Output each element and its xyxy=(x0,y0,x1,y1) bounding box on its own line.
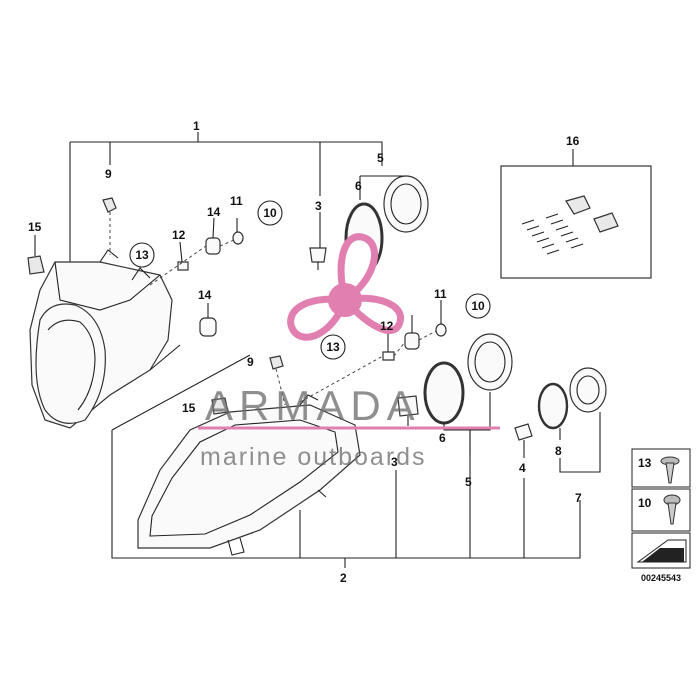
upper-lens-inner xyxy=(47,319,96,411)
fastener-legend: 00245543 13 10 xyxy=(631,448,691,583)
kit-connector-b xyxy=(593,212,619,233)
doc-number: 00245543 xyxy=(641,573,681,583)
bulb-3-upper xyxy=(309,247,327,263)
upper-housing-rim xyxy=(54,261,161,311)
lower-headlight-housing xyxy=(137,404,361,549)
callout-2-bracket xyxy=(111,354,581,568)
callout-8: 8 xyxy=(555,444,562,458)
callout-9-upper: 9 xyxy=(105,167,112,181)
svg-text:10: 10 xyxy=(263,206,277,220)
clip-15-lower xyxy=(211,397,229,415)
seal-ring-8 xyxy=(537,382,569,430)
upper-housing-tabs xyxy=(99,249,181,371)
propeller-logo-icon xyxy=(287,233,404,341)
screw-12-upper xyxy=(177,261,189,271)
callout-10-upper: 10 xyxy=(257,200,283,226)
callout-5-lower: 5 xyxy=(465,475,472,489)
lower-headlight-lens xyxy=(149,419,339,537)
callout-1-bracket xyxy=(69,132,383,280)
callout-9-lower: 9 xyxy=(247,355,254,369)
bulb-4 xyxy=(514,423,533,441)
svg-text:13: 13 xyxy=(135,248,149,262)
clip-9-upper xyxy=(102,197,117,213)
kit-terminals xyxy=(521,213,584,255)
watermark-tagline: marine outboards xyxy=(200,443,427,471)
grommet-14-upper xyxy=(205,237,221,255)
repair-kit-16 xyxy=(500,149,652,279)
legend-label-13: 13 xyxy=(638,456,652,470)
callout-6-lower: 6 xyxy=(439,431,446,445)
watermark-brand: ARMADA xyxy=(205,382,421,429)
callout-12-upper: 12 xyxy=(172,228,186,242)
callout-5-upper: 5 xyxy=(377,151,384,165)
callout-14-side: 14 xyxy=(198,288,212,302)
callout-3-upper: 3 xyxy=(315,199,322,213)
clip-15-upper xyxy=(27,255,45,275)
callout-16: 16 xyxy=(566,134,580,148)
kit-box xyxy=(500,165,652,279)
armada-watermark: ARMADA marine outboards xyxy=(198,233,500,471)
callout-labels: 1 2 3 3 4 5 5 6 6 7 8 9 9 11 11 12 12 14… xyxy=(28,119,582,585)
callout-4: 4 xyxy=(519,461,526,475)
callout-10-lower: 10 xyxy=(465,293,491,319)
callout-1: 1 xyxy=(193,119,200,133)
callout-2: 2 xyxy=(340,571,347,585)
svg-text:13: 13 xyxy=(326,340,340,354)
legend-label-10: 10 xyxy=(638,496,652,510)
seal-ring-6-lower xyxy=(423,361,465,425)
screw-10-icon xyxy=(663,494,681,525)
grommet-14-side xyxy=(199,317,217,337)
callout-15-lower: 15 xyxy=(182,401,196,415)
lower-headlight-assembly xyxy=(111,300,607,568)
legend-box-13 xyxy=(631,448,691,488)
screw-12-lower xyxy=(382,351,395,361)
washer-11-upper xyxy=(232,231,244,245)
grommet-14-lower xyxy=(404,332,420,350)
callout-13-upper: 13 xyxy=(129,242,155,268)
washer-11-lower xyxy=(435,323,447,337)
kit-connector-a xyxy=(565,195,591,215)
callout-14-upper: 14 xyxy=(207,205,221,219)
callout-7: 7 xyxy=(575,491,582,505)
bulb-3-lower xyxy=(397,395,419,417)
screw-13-icon xyxy=(660,456,680,484)
callout-15-upper: 15 xyxy=(28,220,42,234)
svg-text:10: 10 xyxy=(471,299,485,313)
callout-12-lower: 12 xyxy=(380,319,394,333)
clip-9-lower xyxy=(269,355,284,370)
callout-11-upper: 11 xyxy=(230,194,243,208)
callout-11-lower: 11 xyxy=(434,287,447,301)
legend-box-10 xyxy=(631,488,691,532)
cap-7 xyxy=(569,367,607,413)
callout-6-upper: 6 xyxy=(355,179,362,193)
callout-13-lower: 13 xyxy=(320,334,346,360)
callout-3-lower: 3 xyxy=(391,455,398,469)
